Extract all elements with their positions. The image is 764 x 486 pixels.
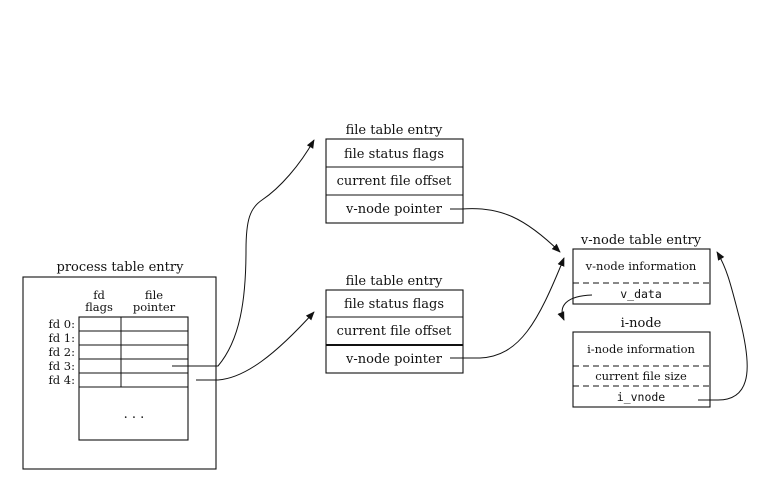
fd-flags-header-line1: fd xyxy=(93,288,105,302)
fd-ellipsis: . . . xyxy=(124,407,145,422)
vnode-table-box xyxy=(572,248,711,305)
file-pointer-header-line2: pointer xyxy=(133,300,176,314)
fd3-to-file-table-1-arrow xyxy=(172,139,315,367)
inode-title: i-node xyxy=(621,316,662,331)
file-table-1-to-vnode-arrow xyxy=(450,208,561,253)
file-table-2-title: file table entry xyxy=(346,274,443,289)
file-table-1-title: file table entry xyxy=(346,123,443,138)
fd-flags-header-line2: flags xyxy=(85,300,113,314)
process-table-title: process table entry xyxy=(57,260,185,275)
vnode-table-title: v-node table entry xyxy=(580,233,702,248)
fd-table xyxy=(78,316,189,441)
inode-i-vnode: i_vnode xyxy=(617,390,666,404)
vnode-information: v-node information xyxy=(585,259,697,273)
fd-2-label: fd 2: xyxy=(49,345,75,359)
fd-0-label: fd 0: xyxy=(49,317,75,331)
fd-4-label: fd 4: xyxy=(49,373,75,387)
vnode-v-data: v_data xyxy=(620,287,662,301)
file-table-2-to-vnode-arrow xyxy=(450,257,565,359)
process-table-entry: process table entry fd flags file pointe… xyxy=(22,260,217,470)
i-vnode-to-vnode-arrow xyxy=(698,251,748,401)
file-table-entry-1: file table entry file status flags curre… xyxy=(325,123,464,224)
file-table-1-vnode-pointer: v-node pointer xyxy=(345,202,443,217)
file-table-2-status-flags: file status flags xyxy=(344,297,444,312)
fd-3-label: fd 3: xyxy=(49,359,75,373)
fd-1-label: fd 1: xyxy=(49,331,75,345)
file-pointer-header-line1: file xyxy=(145,288,163,302)
fd4-to-file-table-2-arrow xyxy=(196,311,315,381)
v-data-to-inode-arrow xyxy=(557,294,593,321)
file-table-1-status-flags: file status flags xyxy=(344,147,444,162)
file-table-2-vnode-pointer: v-node pointer xyxy=(345,352,443,367)
inode-information: i-node information xyxy=(587,342,695,356)
file-table-2-file-offset: current file offset xyxy=(337,324,453,339)
file-table-2-box xyxy=(325,289,464,374)
file-table-1-file-offset: current file offset xyxy=(337,174,453,189)
inode-current-file-size: current file size xyxy=(595,369,687,383)
file-table-1-box xyxy=(325,138,464,224)
file-table-entry-2: file table entry file status flags curre… xyxy=(325,274,464,374)
inode-entry: i-node i-node information current file s… xyxy=(572,316,711,408)
inode-box xyxy=(572,331,711,408)
vnode-table-entry: v-node table entry v-node information v_… xyxy=(572,233,711,305)
